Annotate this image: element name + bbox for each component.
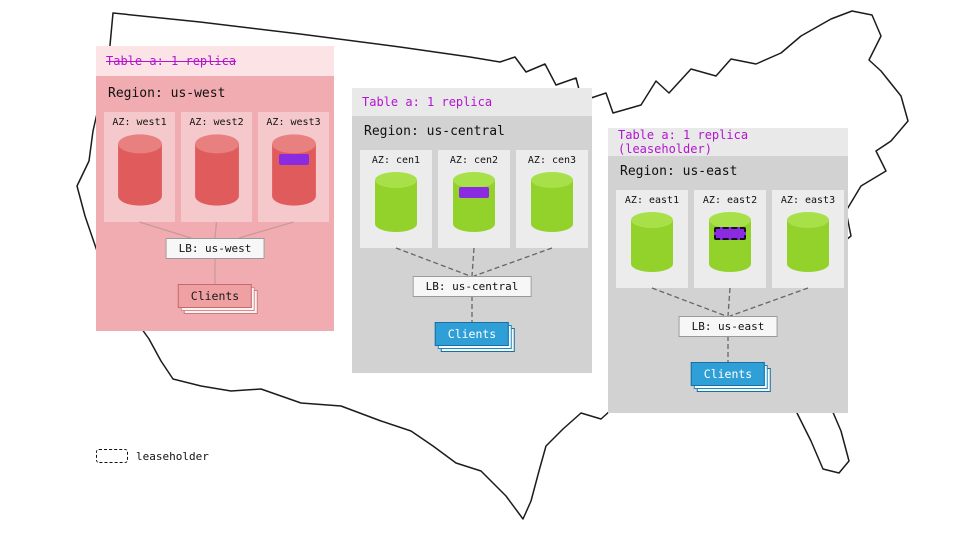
az-label-west3: AZ: west3 [266, 117, 321, 128]
az-label-west1: AZ: west1 [112, 117, 167, 128]
az-box-east2: AZ: east2 [694, 190, 766, 288]
database-cylinder-icon [375, 172, 417, 232]
az-label-east3: AZ: east3 [780, 195, 836, 206]
leaseholder-replica-patch-east2 [714, 227, 746, 240]
az-box-west2: AZ: west2 [181, 112, 252, 222]
clients-box-us-central: Clients [434, 322, 510, 346]
database-cylinder-icon [709, 212, 751, 272]
az-label-cen3: AZ: cen3 [527, 155, 577, 166]
az-box-east1: AZ: east1 [616, 190, 688, 288]
database-cylinder-icon [117, 134, 162, 206]
replica-patch-west3 [278, 154, 309, 165]
az-box-west3: AZ: west3 [258, 112, 329, 222]
clients-box-us-west: Clients [177, 284, 253, 308]
region-title-us-west: Region: us-west [108, 86, 226, 101]
clients-box-us-east: Clients [690, 362, 766, 386]
az-label-east1: AZ: east1 [624, 195, 680, 206]
region-title-us-central: Region: us-central [364, 124, 505, 139]
region-panel-us-east: Table a: 1 replica (leaseholder) Region:… [608, 128, 848, 413]
load-balancer-us-east: LB: us-east [678, 316, 778, 337]
table-replica-label-central: Table a: 1 replica [362, 95, 493, 109]
az-box-east3: AZ: east3 [772, 190, 844, 288]
database-cylinder-icon [194, 134, 239, 206]
load-balancer-us-central: LB: us-central [412, 276, 532, 297]
table-label-bar-central: Table a: 1 replica [352, 88, 592, 116]
load-balancer-us-west: LB: us-west [165, 238, 265, 259]
database-cylinder-icon [787, 212, 829, 272]
az-box-west1: AZ: west1 [104, 112, 175, 222]
az-box-cen1: AZ: cen1 [360, 150, 432, 248]
az-label-cen2: AZ: cen2 [449, 155, 499, 166]
az-label-east2: AZ: east2 [702, 195, 758, 206]
table-label-bar-west: Table a: 1 replica [96, 46, 334, 76]
legend-label: leaseholder [136, 449, 209, 463]
region-title-us-east: Region: us-east [620, 164, 738, 179]
region-panel-us-central: Table a: 1 replica Region: us-central AZ… [352, 88, 592, 373]
az-label-cen1: AZ: cen1 [371, 155, 421, 166]
leaseholder-swatch-icon [96, 449, 128, 463]
database-cylinder-icon [271, 134, 316, 206]
database-cylinder-icon [631, 212, 673, 272]
table-replica-label-west: Table a: 1 replica [106, 54, 237, 68]
az-label-west2: AZ: west2 [189, 117, 244, 128]
database-cylinder-icon [531, 172, 573, 232]
az-box-cen2: AZ: cen2 [438, 150, 510, 248]
database-cylinder-icon [453, 172, 495, 232]
table-label-bar-east: Table a: 1 replica (leaseholder) [608, 128, 848, 156]
replica-patch-cen2 [459, 187, 489, 198]
table-replica-label-east: Table a: 1 replica (leaseholder) [618, 128, 749, 156]
az-box-cen3: AZ: cen3 [516, 150, 588, 248]
legend: leaseholder [96, 449, 209, 463]
region-panel-us-west: Table a: 1 replica Region: us-west AZ: w… [96, 46, 334, 331]
